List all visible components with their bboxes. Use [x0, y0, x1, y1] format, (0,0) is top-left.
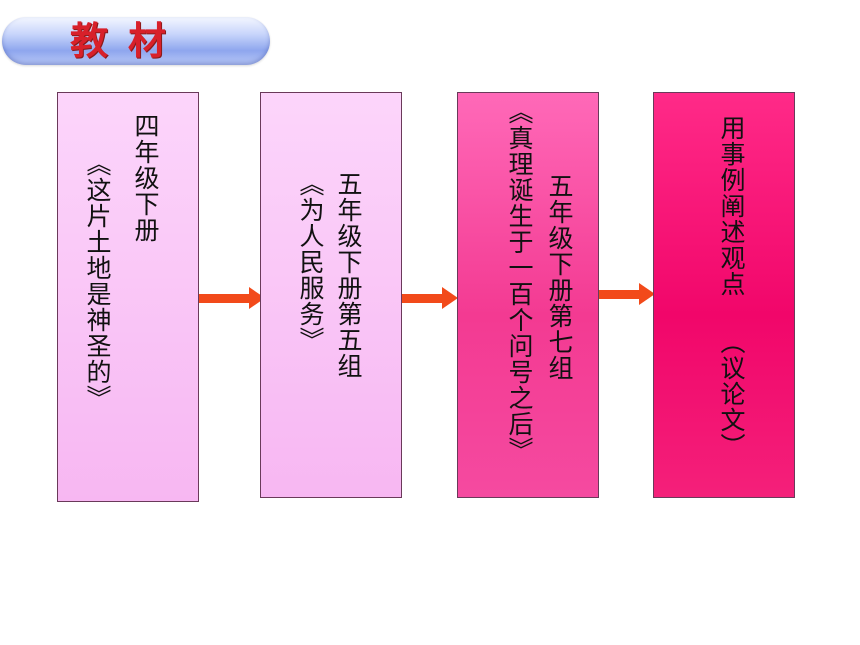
box3-line1: 五年级下册第七组 [545, 173, 574, 381]
box1-line2: 《这片土地是神圣的》 [83, 151, 112, 411]
arrow-1 [199, 286, 265, 310]
box3-line2: 《真理诞生于一百个问号之后》 [505, 99, 534, 463]
arrow-2 [402, 286, 468, 310]
box1-line1: 四年级下册 [131, 113, 160, 243]
box4-line1: 用事例阐述观点 [717, 115, 746, 297]
title-banner: 教材 [2, 17, 270, 65]
box4-line2: （议论文） [717, 329, 746, 459]
arrow-3 [599, 282, 665, 306]
slide-title: 教材 [70, 18, 187, 63]
box2-line2: 《为人民服务》 [296, 171, 325, 353]
textbook-box-grade5-group5: 五年级下册第五组 《为人民服务》 [260, 92, 402, 498]
writing-skill-box: 用事例阐述观点 （议论文） [653, 92, 795, 498]
textbook-box-grade5-group7: 五年级下册第七组 《真理诞生于一百个问号之后》 [457, 92, 599, 498]
box2-line1: 五年级下册第五组 [334, 171, 363, 379]
textbook-box-grade4: 四年级下册 《这片土地是神圣的》 [57, 92, 199, 502]
